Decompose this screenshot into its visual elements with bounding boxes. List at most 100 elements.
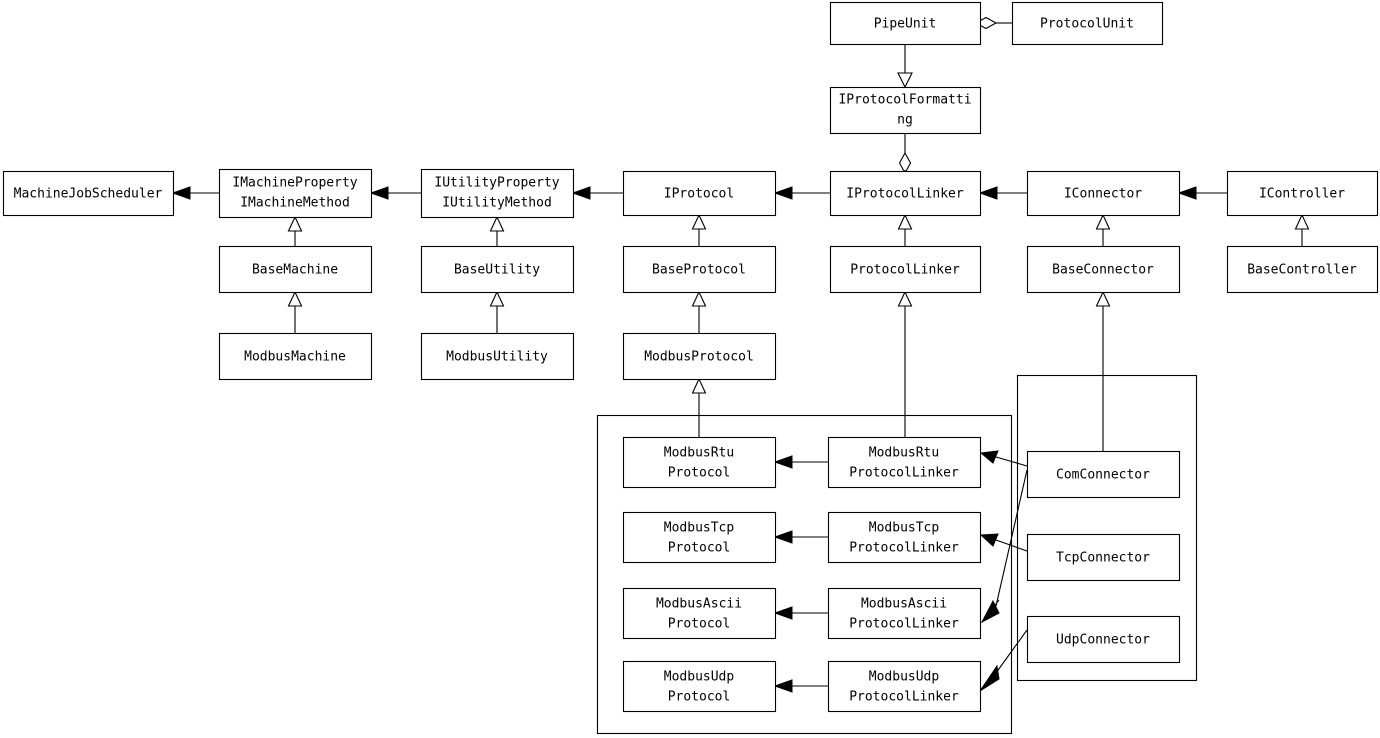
edge-icontroller-to-iconnector bbox=[1177, 186, 1227, 200]
edge-modbusasciiprotocollinker-to-modbusasciiprotocol bbox=[773, 606, 828, 620]
class-label-modbus-ascii-protocol-line1: ModbusAscii bbox=[656, 597, 742, 612]
association-arrow-icon bbox=[773, 455, 793, 469]
class-label-iutility-property-line2: IUtilityMethod bbox=[442, 196, 552, 211]
class-label-base-controller: BaseController bbox=[1247, 263, 1357, 278]
class-node-base-machine[interactable]: BaseMachine bbox=[218, 245, 373, 294]
class-node-iprotocol[interactable]: IProtocol bbox=[622, 170, 777, 217]
edge-protocollinker-to-iprotocollinker bbox=[897, 213, 913, 246]
class-label-base-protocol: BaseProtocol bbox=[652, 263, 746, 278]
edge-udpconnector-to-modbusudpprotocollinker bbox=[979, 629, 1028, 692]
class-label-modbus-ascii-protocol-linker-line2: ProtocolLinker bbox=[849, 617, 959, 632]
class-label-modbus-tcp-protocol-linker-line1: ModbusTcp bbox=[869, 521, 940, 536]
edge-comconnector-to-baseconnector bbox=[1095, 290, 1111, 451]
class-node-base-controller[interactable]: BaseController bbox=[1226, 245, 1379, 294]
edge-basemachine-to-imachineproperty bbox=[287, 215, 303, 246]
class-node-modbus-rtu-protocol[interactable]: ModbusRtu Protocol bbox=[622, 436, 777, 489]
generalization-arrow-icon bbox=[1095, 213, 1111, 230]
class-label-iprotocol: IProtocol bbox=[664, 187, 734, 202]
class-node-protocol-unit[interactable]: ProtocolUnit bbox=[1011, 1, 1164, 46]
class-label-modbus-tcp-protocol-line1: ModbusTcp bbox=[664, 521, 735, 536]
diagram-nodes: PipeUnit ProtocolUnit IProtocolFormatti … bbox=[2, 1, 1379, 713]
edge-basecontroller-to-icontroller bbox=[1294, 213, 1310, 246]
class-node-iutility-property[interactable]: IUtilityProperty IUtilityMethod bbox=[420, 168, 575, 219]
class-node-iconnector[interactable]: IConnector bbox=[1026, 170, 1181, 217]
edge-iprotocolformatting-to-iprotocollinker bbox=[898, 133, 912, 175]
class-node-modbus-utility[interactable]: ModbusUtility bbox=[420, 332, 575, 381]
class-node-machine-job-scheduler[interactable]: MachineJobScheduler bbox=[2, 170, 175, 217]
class-node-tcp-connector[interactable]: TcpConnector bbox=[1026, 533, 1181, 582]
generalization-arrow-icon bbox=[287, 290, 303, 307]
class-node-udp-connector[interactable]: UdpConnector bbox=[1026, 615, 1181, 664]
edge-iprotocollinker-to-iprotocol bbox=[773, 186, 830, 200]
class-label-com-connector: ComConnector bbox=[1056, 468, 1150, 483]
class-node-modbus-protocol[interactable]: ModbusProtocol bbox=[622, 332, 777, 381]
class-node-modbus-udp-protocol-linker[interactable]: ModbusUdp ProtocolLinker bbox=[827, 660, 982, 713]
class-label-modbus-utility: ModbusUtility bbox=[446, 350, 548, 365]
class-label-machine-job-scheduler: MachineJobScheduler bbox=[14, 187, 163, 202]
class-node-imachine-property[interactable]: IMachineProperty IMachineMethod bbox=[218, 168, 373, 219]
association-arrow-icon bbox=[978, 186, 998, 200]
class-label-modbus-rtu-protocol-line1: ModbusRtu bbox=[664, 446, 734, 461]
generalization-arrow-icon bbox=[897, 290, 913, 307]
class-node-pipe-unit[interactable]: PipeUnit bbox=[829, 1, 982, 46]
association-arrow-icon bbox=[980, 599, 1000, 624]
group-box-modbus-implementations bbox=[596, 414, 1013, 735]
class-node-com-connector[interactable]: ComConnector bbox=[1026, 450, 1181, 499]
class-node-modbus-ascii-protocol[interactable]: ModbusAscii Protocol bbox=[622, 587, 777, 640]
association-arrow-icon bbox=[773, 530, 793, 544]
class-label-base-machine: BaseMachine bbox=[252, 263, 338, 278]
class-label-protocol-unit: ProtocolUnit bbox=[1040, 17, 1134, 32]
class-label-modbus-rtu-protocol-linker-line2: ProtocolLinker bbox=[849, 466, 959, 481]
generalization-arrow-icon bbox=[489, 290, 505, 307]
association-arrow-icon bbox=[369, 186, 389, 200]
association-arrow-icon bbox=[773, 186, 793, 200]
edge-modbustcpprotocollinker-to-modbustcpprotocol bbox=[773, 530, 828, 544]
class-label-modbus-udp-protocol-line1: ModbusUdp bbox=[664, 670, 735, 685]
class-label-modbus-ascii-protocol-linker-line1: ModbusAscii bbox=[861, 597, 947, 612]
class-label-iprotocol-formatting-line1: IProtocolFormatti bbox=[838, 93, 971, 108]
class-node-modbus-udp-protocol[interactable]: ModbusUdp Protocol bbox=[622, 660, 777, 713]
class-node-modbus-rtu-protocol-linker[interactable]: ModbusRtu ProtocolLinker bbox=[827, 436, 982, 489]
class-node-iprotocol-formatting[interactable]: IProtocolFormatti ng bbox=[829, 86, 982, 135]
class-label-modbus-udp-protocol-linker-line2: ProtocolLinker bbox=[849, 690, 959, 705]
class-label-iconnector: IConnector bbox=[1064, 187, 1142, 202]
class-node-modbus-machine[interactable]: ModbusMachine bbox=[218, 332, 373, 381]
class-label-modbus-machine: ModbusMachine bbox=[244, 350, 346, 365]
class-node-protocol-linker[interactable]: ProtocolLinker bbox=[829, 245, 982, 294]
class-label-modbus-tcp-protocol-linker-line2: ProtocolLinker bbox=[849, 541, 959, 556]
edge-modbusrtuprotocollinker-to-modbusrtuprotocol bbox=[773, 455, 828, 469]
edge-baseutility-to-iutilityproperty bbox=[489, 215, 505, 246]
class-label-modbus-udp-protocol-line2: Protocol bbox=[668, 690, 731, 705]
class-node-base-utility[interactable]: BaseUtility bbox=[420, 245, 575, 294]
association-arrow-icon bbox=[171, 186, 191, 200]
generalization-arrow-icon bbox=[691, 290, 707, 307]
edge-comconnector-to-modbusrtuprotocollinker bbox=[979, 450, 1028, 467]
class-node-modbus-ascii-protocol-linker[interactable]: ModbusAscii ProtocolLinker bbox=[827, 587, 982, 640]
class-label-udp-connector: UdpConnector bbox=[1056, 633, 1150, 648]
class-node-icontroller[interactable]: IController bbox=[1226, 170, 1379, 217]
class-node-modbus-tcp-protocol-linker[interactable]: ModbusTcp ProtocolLinker bbox=[827, 511, 982, 564]
generalization-arrow-icon bbox=[691, 213, 707, 230]
class-label-modbus-tcp-protocol-line2: Protocol bbox=[668, 541, 731, 556]
edge-iprotocol-to-iutilityproperty bbox=[571, 186, 623, 200]
class-node-modbus-tcp-protocol[interactable]: ModbusTcp Protocol bbox=[622, 511, 777, 564]
class-label-modbus-protocol: ModbusProtocol bbox=[644, 350, 754, 365]
edge-modbusprotocol-to-baseprotocol bbox=[691, 290, 707, 333]
class-node-base-protocol[interactable]: BaseProtocol bbox=[622, 245, 777, 294]
class-label-imachine-property-line2: IMachineMethod bbox=[240, 196, 350, 211]
association-arrow-icon bbox=[979, 450, 999, 464]
generalization-arrow-icon bbox=[691, 377, 707, 394]
generalization-arrow-icon bbox=[489, 215, 505, 232]
diagram-edges: MachineJobScheduler (solid arrow) --> IM… bbox=[171, 16, 1310, 693]
association-arrow-icon bbox=[571, 186, 591, 200]
class-label-iprotocol-linker: IProtocolLinker bbox=[846, 187, 964, 202]
association-arrow-icon bbox=[773, 679, 793, 693]
class-label-imachine-property-line1: IMachineProperty bbox=[232, 176, 357, 191]
class-node-iprotocol-linker[interactable]: IProtocolLinker bbox=[829, 170, 982, 217]
class-label-iprotocol-formatting-line2: ng bbox=[897, 113, 913, 128]
edge-pipeunit-to-iprotocolformatting bbox=[897, 44, 913, 89]
class-node-base-connector[interactable]: BaseConnector bbox=[1026, 245, 1181, 294]
edge-modbusmachine-to-basemachine bbox=[287, 290, 303, 333]
